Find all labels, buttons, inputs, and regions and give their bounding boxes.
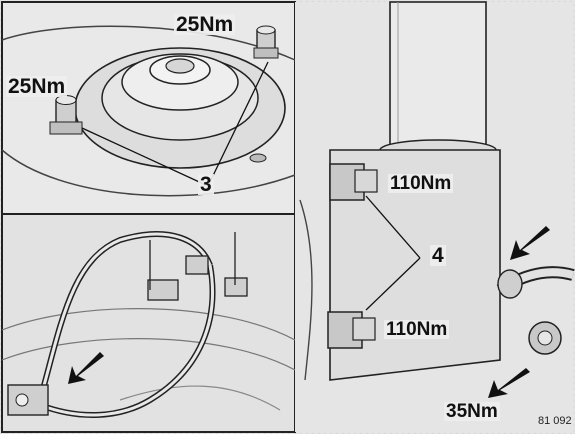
- callout-3: 3: [198, 173, 214, 196]
- figure-code: 81 092: [538, 415, 572, 427]
- sensor-cable-panel: [1, 213, 296, 433]
- torque-label-mount-right: 25Nm: [174, 13, 236, 36]
- torque-label-lower-bolt: 110Nm: [384, 319, 450, 340]
- strut-knuckle-panel: [295, 1, 575, 432]
- strut-mount-panel: [1, 1, 296, 215]
- torque-label-mount-left: 25Nm: [6, 75, 68, 98]
- torque-label-sensor-bolt: 35Nm: [444, 401, 500, 422]
- torque-label-upper-bolt: 110Nm: [388, 173, 454, 194]
- callout-4: 4: [430, 244, 446, 267]
